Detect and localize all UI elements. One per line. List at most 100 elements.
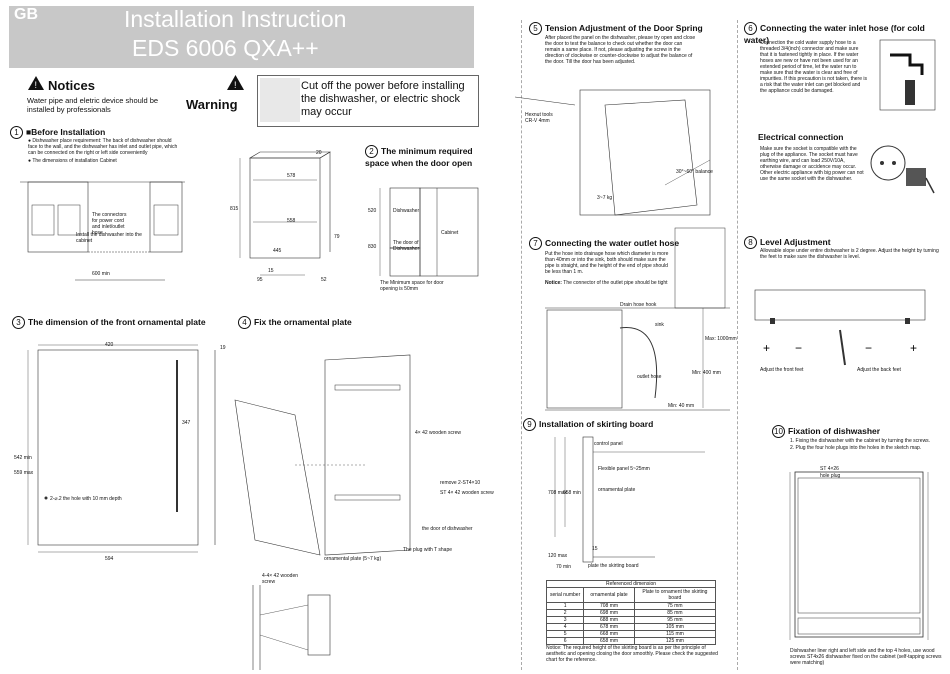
s9-120: 120 max [548,553,568,559]
s1-title: Before Installation [31,127,106,137]
s7-min400: Min: 400 mm [692,370,721,376]
s8-text: Allowable slope under entire dishwasher … [760,248,939,260]
s7-drain-hook: Drain hose hook [620,302,657,308]
s9-title: Installation of skirting board [539,419,654,429]
s9-15: 15 [592,546,598,552]
s4-plug: The plug with T shape [403,547,453,553]
s9-708: 708 max [548,490,568,496]
s9-70: 70 min [556,564,572,570]
s8-number: 8 [744,236,757,249]
s4-st4: ST 4× 42 wooden screw [440,490,494,496]
table-cell: 85 mm [633,609,717,617]
header-bar [9,6,474,68]
s4-plate-drawing [234,354,411,556]
s1-dim-558: 558 [287,218,296,224]
table-cell: 115 mm [633,630,717,638]
s10-number: 10 [772,425,785,438]
s2-number: 2 [365,145,378,158]
s7-max: Max: 1000mm [705,336,737,342]
table-cell: 4 [545,623,585,631]
table-cell: 5 [545,630,585,638]
s9-table: Referenced dimension serial number ornam… [545,580,717,645]
table-cell: 3 [545,616,585,624]
s1-width: 600 min [92,271,110,277]
s10-step-1: 1. Fixing the dishwasher with the cabine… [790,438,931,444]
table-cell: 708 mm [583,602,635,610]
s7-notice: Notice: The connector of the outlet pipe… [545,280,668,286]
s3-front-plate-drawing [27,344,216,553]
s10-step-2: 2. Plug the four hole plugs into the hol… [790,445,922,451]
table-cell: 668 mm [583,630,635,638]
s4-plate: ornamental plate (5~7 kg) [324,556,382,562]
s9-th-serial: serial number [545,587,585,603]
s3-title: The dimension of the front ornamental pl… [28,317,206,327]
s3-dim-559: 559 max [14,470,34,476]
s9-th-plate: ornamental plate [583,587,635,603]
s4-screw1: 4× 42 wooden screw [415,430,462,436]
s3-dim-19: 19 [220,345,226,351]
s9-number: 9 [523,418,536,431]
s9-th-skirting: Plate to ornament the skirting board [633,587,717,603]
s7-min40: Min: 40 mm [668,403,695,409]
table-cell: 75 mm [633,602,717,610]
table-cell: 678 mm [583,623,635,631]
s6-number: 6 [744,22,757,35]
s10-title: Fixation of dishwasher [788,426,881,436]
s2-door-space-drawing [379,187,479,277]
s2-label-520: 520 [368,208,377,214]
s4-screw2: 4-4× 42 wooden screw [262,573,299,585]
s8-front: Adjust the front feet [760,367,804,373]
s7-sink: sink [655,322,664,328]
s1-dim-815: 815 [230,206,239,212]
warning-label: Warning [186,97,238,112]
s3-dim-420: 420 [105,342,114,348]
s10-caption: Dishwasher liner right and left side and… [790,648,942,666]
table-cell: 1 [545,602,585,610]
s1-bullet-1: ● Dishwasher place requirement: The back… [28,138,178,156]
table-cell: 105 mm [633,623,717,631]
divider-mid [521,20,522,670]
s2-label-cabinet: Cabinet [441,230,459,236]
s2-label-dishwasher: Dishwasher [393,208,420,214]
s9-notice: Notice: The required height of the skirt… [546,645,718,663]
s1-heading: 1■Before Installation [10,126,105,139]
divider-right [737,20,738,670]
s1-dim-52: 52 [321,277,327,283]
s3-number: 3 [12,316,25,329]
s1-dim-445: 445 [273,248,282,254]
s1-dim-15: 15 [268,268,274,274]
s1-dim-79: 79 [334,234,340,240]
svg-text:−: − [795,341,802,355]
table-cell: 125 mm [633,637,717,645]
s1-connectors: The connectors for power cord and inlet/… [92,212,127,236]
s9-skirting: plate the skirting board [588,563,639,569]
svg-text:−: − [865,341,872,355]
no-hand-icon [260,78,300,122]
s10-st: ST 4×26 [820,466,839,472]
s4-number: 4 [238,316,251,329]
s6-title: Connecting the water inlet hose (for col… [744,23,925,45]
s9-control-panel: control panel [594,441,623,447]
s2-min-space: The Minimum space for door opening is 50… [380,280,444,292]
s3-dim-542: 542 min [14,455,32,461]
s1-dim-578: 578 [287,173,296,179]
table-cell: 2 [545,609,585,617]
header-model: EDS 6006 QXA++ [132,35,319,61]
s5-title: Tension Adjustment of the Door Spring [545,23,703,33]
s9-skirting-drawing [554,436,705,563]
s9-ornamental: ornamental plate [598,487,636,493]
s1-dim-95: 95 [257,277,263,283]
s8-back: Adjust the back feet [857,367,901,373]
elec-text: Make sure the socket is compatible with … [760,146,864,182]
s3-hole: 2-⌀.2 the hole with 10 mm depth [50,496,122,502]
